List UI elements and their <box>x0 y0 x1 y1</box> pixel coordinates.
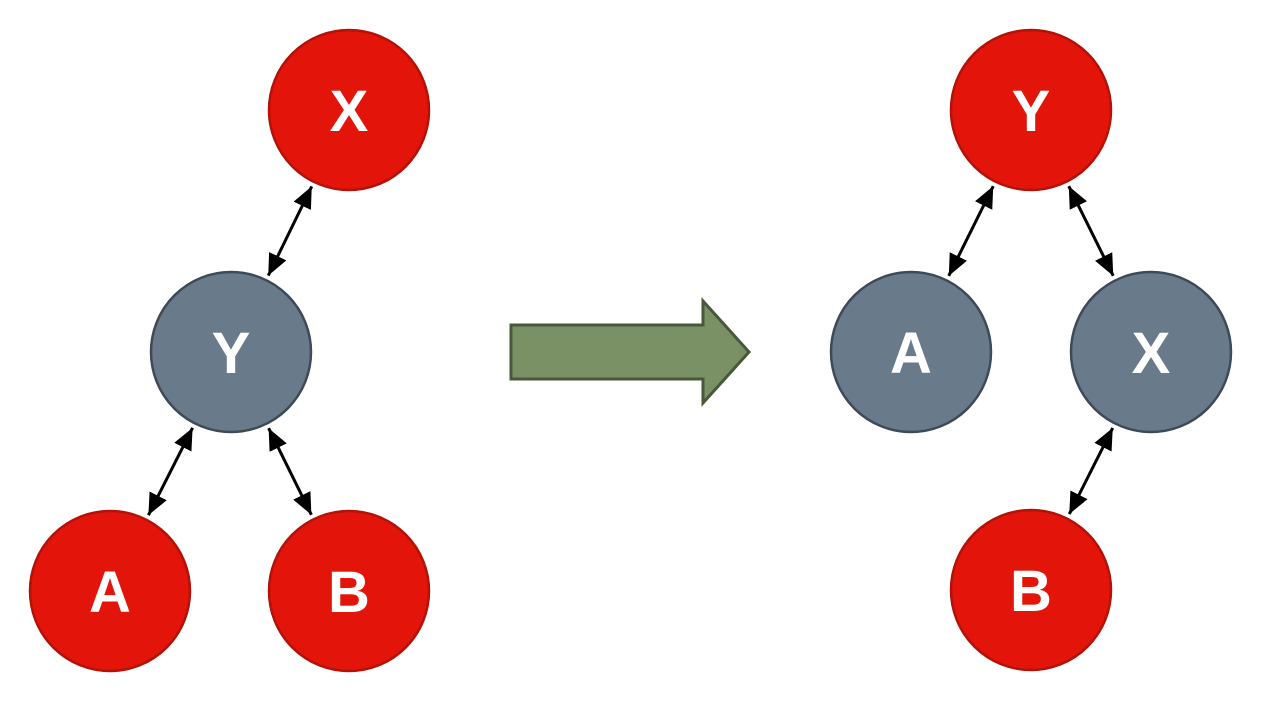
node-before-B: B <box>267 509 431 673</box>
diagram-root: X Y A B Y A X B <box>28 28 1233 673</box>
node-before-X: X <box>267 28 431 192</box>
node-circle-before-A <box>28 509 192 673</box>
node-after-Y: Y <box>949 28 1113 192</box>
node-label-after-A: A <box>890 321 932 386</box>
panel-before: X Y A B <box>28 28 431 673</box>
node-before-Y: Y <box>149 270 313 434</box>
node-label-before-Y: Y <box>212 321 251 386</box>
node-label-after-B: B <box>1010 559 1052 624</box>
edge-Y-B <box>267 427 313 516</box>
node-label-before-X: X <box>330 79 369 144</box>
transform-arrow <box>509 297 752 407</box>
node-label-before-A: A <box>89 560 131 625</box>
node-circle-before-X <box>267 28 431 192</box>
edge-X-Y <box>266 185 314 277</box>
node-after-A: A <box>829 270 993 434</box>
edge-Y-A <box>947 185 995 277</box>
node-after-B: B <box>949 508 1113 672</box>
node-circle-after-A <box>829 270 993 434</box>
node-label-before-B: B <box>328 560 370 625</box>
edge-X-B <box>1067 427 1115 515</box>
edge-Y-A <box>147 427 194 516</box>
node-label-after-X: X <box>1132 321 1171 386</box>
panel-after: Y A X B <box>829 28 1233 672</box>
edge-Y-X <box>1067 185 1115 277</box>
node-before-A: A <box>28 509 192 673</box>
node-circle-after-B <box>949 508 1113 672</box>
node-label-after-Y: Y <box>1012 79 1051 144</box>
node-circle-before-B <box>267 509 431 673</box>
node-circle-after-Y <box>949 28 1113 192</box>
node-circle-before-Y <box>149 270 313 434</box>
node-after-X: X <box>1069 270 1233 434</box>
node-circle-after-X <box>1069 270 1233 434</box>
